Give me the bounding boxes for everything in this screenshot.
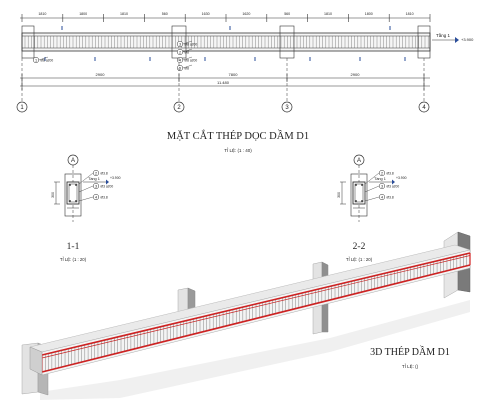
section-callout-num-2: 2 — [381, 171, 383, 175]
top-dim-3: 560 — [162, 12, 168, 16]
callout-bubble-4 — [176, 56, 184, 64]
grid-label-1: 1 — [20, 105, 24, 111]
callout-num-5: 5 — [179, 66, 181, 70]
beam-elevation-body — [21, 32, 431, 52]
grid-label-3: 3 — [285, 105, 289, 111]
view3d-scale: TỈ LỆ: () — [402, 362, 419, 369]
section-callout-text-2: Ø3.8 — [101, 171, 108, 175]
grid-bubble-3 — [281, 101, 293, 113]
stirrup-outline — [68, 183, 78, 203]
section-callout-bubble-3 — [378, 182, 386, 190]
level-marker: Tầng 1 +3.900 — [432, 33, 474, 43]
section-level-tag: Tầng 1 — [88, 177, 100, 181]
section-grid-label: A — [357, 158, 361, 164]
beam-3d-top — [29, 244, 471, 353]
section-callout-text-4: Ø3.8 — [387, 195, 394, 199]
callout-text-3: Ø8 a200 — [185, 42, 198, 46]
grid-axes: 1 2 3 4 — [16, 58, 430, 113]
grid-label-2: 2 — [177, 105, 181, 111]
top-dim-0: 1810 — [38, 12, 46, 16]
section-callout-text-3: Ø3 a200 — [387, 184, 400, 188]
grid-bubble-1 — [16, 101, 28, 113]
beam-3d-view: 3D THÉP DẦM D1 TỈ LỆ: () — [21, 231, 471, 400]
section-grid-label: A — [71, 158, 75, 164]
callout-num-4: 4 — [179, 58, 181, 62]
top-dim-9: 1810 — [406, 12, 414, 16]
section-callout-bubble-4 — [378, 193, 386, 201]
section-callout-num-3: 3 — [381, 184, 383, 188]
section-callout-bubble-2 — [92, 169, 100, 177]
grid-label-4: 4 — [422, 105, 426, 111]
section-scale: TỈ LỆ: (1 : 20) — [60, 257, 87, 262]
section-outline — [352, 181, 366, 205]
dim-total: 11.480 — [217, 80, 230, 85]
grid-bubble-4 — [418, 101, 430, 113]
elevation-scale: TỈ LỆ: (1 : 40) — [224, 146, 252, 153]
top-dim-2: 1810 — [120, 12, 128, 16]
view3d-title: 3D THÉP DẦM D1 — [370, 345, 450, 358]
top-dim-6: 560 — [284, 12, 290, 16]
section-name: 2-2 — [353, 242, 366, 252]
section-callout-bubble-4 — [92, 193, 100, 201]
top-dim-4: 1630 — [202, 12, 210, 16]
callout-bubble-2 — [176, 48, 184, 56]
section-callout-text-4: Ø3.8 — [101, 195, 108, 199]
callout-bubble-1 — [32, 56, 40, 64]
section-callout-bubble-3 — [92, 182, 100, 190]
section-callout-num-4: 4 — [381, 195, 383, 199]
stirrup-pattern — [24, 36, 429, 48]
section-callout-num-3: 3 — [95, 184, 97, 188]
section-scale: TỈ LỆ: (1 : 20) — [346, 257, 373, 262]
top-dim-5: 1620 — [242, 12, 250, 16]
level-tag: Tầng 1 — [436, 33, 451, 38]
stirrup-outline — [354, 183, 364, 203]
grid-bubble-2 — [173, 101, 185, 113]
callout-num-2: 2 — [179, 50, 181, 54]
callout-text-4: Ø8 a200 — [185, 58, 198, 62]
top-dim-7: 1810 — [324, 12, 332, 16]
callout-num-3: 3 — [179, 42, 181, 46]
section-outline — [66, 181, 80, 205]
callout-num-1: 1 — [35, 58, 37, 62]
section-callout-bubble-2 — [378, 169, 386, 177]
top-dimension-group: 1810 1800 1810 560 1630 1620 560 1810 1800 1810 — [21, 12, 431, 22]
level-value: +3.900 — [461, 37, 474, 42]
beam-elevation: 1810 1800 1810 560 1630 1620 560 1810 1800 1810 T… — [16, 12, 474, 153]
section-callout-text-3: Ø3 a200 — [101, 184, 114, 188]
bar-marks — [44, 26, 406, 61]
section-side-dim: 300 — [51, 192, 55, 198]
section-callout-num-2: 2 — [95, 171, 97, 175]
section-level-value: +3.900 — [110, 176, 121, 180]
dim-span-1: 2900 — [96, 72, 106, 77]
section-level-tag: Tầng 1 — [374, 177, 386, 181]
top-dim-1: 1800 — [79, 12, 87, 16]
dim-span-2: 7800 — [229, 72, 239, 77]
callout-text-5: Ø8 — [185, 66, 190, 70]
callout-bubble-5 — [176, 64, 184, 72]
section-callout-num-4: 4 — [95, 195, 97, 199]
top-dim-8: 1800 — [365, 12, 373, 16]
callout-text-2: Ø8 — [185, 50, 190, 54]
callout-text-1: Ø8 a200 — [41, 58, 54, 62]
dim-span-3: 2900 — [351, 72, 361, 77]
section-side-dim: 300 — [337, 192, 341, 198]
section-callout-text-2: Ø3.8 — [387, 171, 394, 175]
section-level-value: +3.900 — [396, 176, 407, 180]
elevation-title: MẶT CẮT THÉP DỌC DẦM D1 — [167, 129, 309, 142]
section-name: 1-1 — [67, 242, 80, 252]
callout-bubble-3 — [176, 40, 184, 48]
